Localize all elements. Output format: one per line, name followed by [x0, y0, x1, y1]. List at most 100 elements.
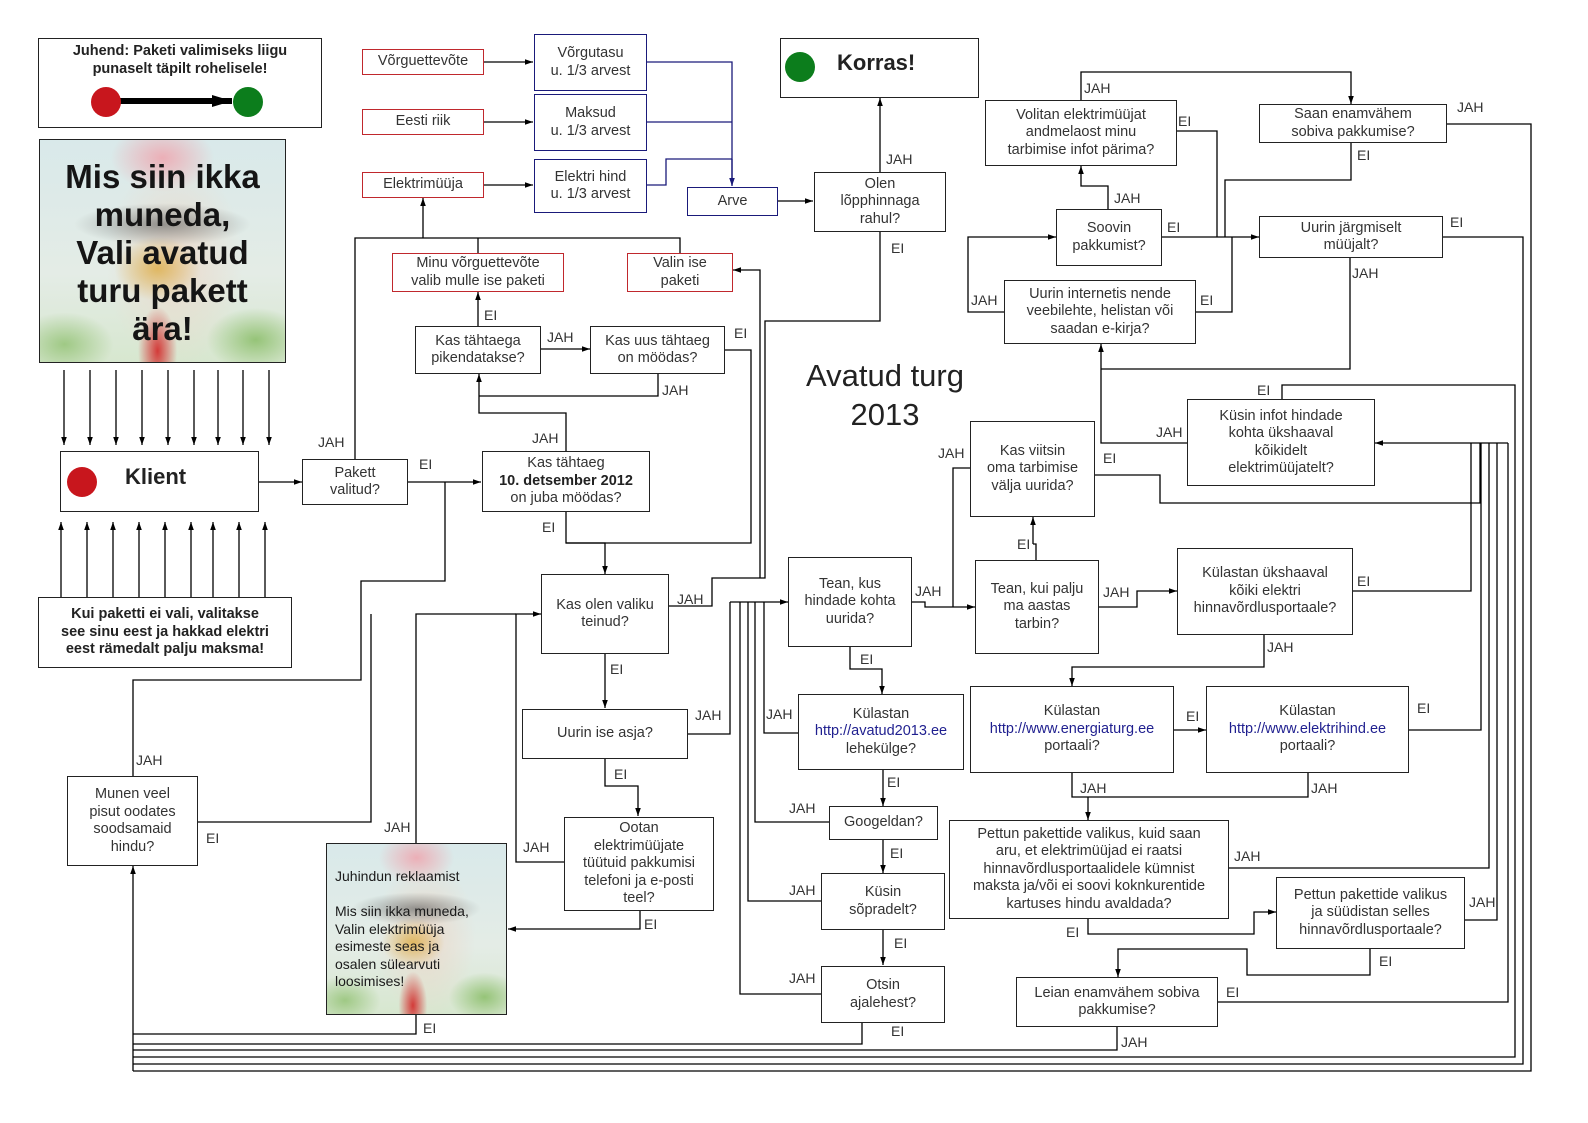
label-no: EI — [1167, 219, 1181, 235]
avatud-link[interactable]: http://avatud2013.ee — [814, 723, 948, 740]
tahtaeg-date: 10. detsember 2012 — [499, 472, 633, 489]
elektrihind-link[interactable]: http://www.elektrihind.ee — [1228, 720, 1387, 737]
label-no: EI — [542, 519, 556, 535]
node-pikendatakse: Kas tähtaega pikendatakse? — [415, 326, 541, 374]
node-ajalehest: Otsin ajalehest? — [821, 966, 945, 1023]
arrow — [1069, 635, 1265, 686]
node-reklaam: Juhindun reklaamist Mis siin ikka muneda… — [326, 843, 507, 1015]
line — [133, 1023, 863, 1045]
node-viitsin: Kas viitsin oma tarbimise välja uurida? — [970, 421, 1095, 517]
label-yes: JAH — [971, 292, 998, 308]
line — [1196, 237, 1233, 313]
arrow — [1080, 71, 1354, 104]
component-maksud: Maksud u. 1/3 arvest — [534, 94, 647, 151]
node-valin-ise: Valin ise paketi — [627, 253, 733, 292]
label-yes: JAH — [1352, 265, 1379, 281]
arrow — [565, 349, 752, 544]
node-lopphind: Olen lõpphinnaga rahul? — [814, 172, 946, 232]
label-yes: JAH — [766, 706, 793, 722]
node-munen: Munen veel pisut oodates soodsamaid hind… — [67, 776, 198, 866]
warning-box: Kui paketti ei vali, valitakse see sinu … — [38, 597, 292, 668]
node-tahtaeg: Kas tähtaeg 10. detsember 2012 on juba m… — [482, 451, 650, 512]
diagram-title: Avatud turg 2013 — [806, 358, 964, 432]
node-pettun-suudistan: Pettun pakettide valikus ja süüdistan se… — [1276, 877, 1465, 949]
label-yes: JAH — [1103, 584, 1130, 600]
arrow — [1099, 588, 1177, 608]
green-dot-icon — [785, 52, 815, 82]
node-googeldan: Googeldan? — [829, 806, 938, 840]
label-yes: JAH — [547, 329, 574, 345]
guide-text: Juhend: Paketi valimiseks liigu punaselt… — [72, 43, 288, 77]
start-label: Klient — [125, 464, 187, 489]
node-pakett-valitud: Pakett valitud? — [302, 459, 408, 505]
label-no: EI — [1103, 450, 1117, 466]
node-kusin-infot: Küsin infot hindade kohta ükshaaval kõik… — [1187, 399, 1375, 486]
label-no: EI — [1379, 953, 1393, 969]
label-no: EI — [419, 456, 433, 472]
line — [688, 602, 731, 735]
label-no: EI — [484, 307, 498, 323]
elektrihind-post: portaali? — [1279, 738, 1336, 755]
arrow — [1078, 166, 1109, 209]
label-no: EI — [206, 830, 220, 846]
line — [415, 613, 516, 843]
source-elektrimuuja: Elektrimüüja — [362, 172, 484, 198]
label-no: EI — [610, 661, 624, 677]
end-node-korras: Korras! — [780, 38, 979, 98]
line — [739, 602, 821, 995]
label-no: EI — [1017, 536, 1031, 552]
guide-box: Juhend: Paketi valimiseks liigu punaselt… — [38, 38, 322, 128]
label-yes: JAH — [1267, 639, 1294, 655]
line — [1224, 143, 1352, 237]
line — [1033, 543, 1037, 560]
node-soovin: Soovin pakkumist? — [1056, 209, 1162, 266]
tahtaeg-pre: Kas tähtaeg — [527, 455, 605, 472]
line — [763, 602, 798, 734]
line — [669, 232, 881, 607]
line — [747, 602, 821, 902]
label-yes: JAH — [1114, 190, 1141, 206]
arrow — [1115, 948, 1371, 977]
label-yes: JAH — [695, 707, 722, 723]
line — [133, 1027, 1118, 1051]
label-yes: JAH — [886, 151, 913, 167]
line — [354, 237, 681, 459]
label-no: EI — [1200, 292, 1214, 308]
node-tean-palju: Tean, kui palju ma aastas tarbin? — [975, 560, 1099, 654]
line — [1465, 443, 1498, 921]
line — [132, 482, 446, 776]
arrow — [566, 542, 608, 574]
source-vorguettevote: Võrguettevõte — [362, 49, 484, 75]
label-yes: JAH — [532, 430, 559, 446]
line — [133, 384, 1516, 1058]
line — [1101, 258, 1351, 370]
node-uurin-internetis: Uurin internetis nende veebilehte, helis… — [1004, 280, 1196, 344]
energiaturg-link[interactable]: http://www.energiaturg.ee — [989, 720, 1155, 737]
start-dot-icon — [91, 87, 121, 117]
energiaturg-pre: Külastan — [1043, 703, 1101, 720]
arrow — [515, 611, 564, 863]
line — [1353, 443, 1472, 592]
label-yes: JAH — [1234, 848, 1261, 864]
line — [1071, 773, 1309, 798]
line — [133, 123, 1532, 1072]
node-tean-kus: Tean, kus hindade kohta uurida? — [788, 557, 912, 647]
label-yes: JAH — [938, 445, 965, 461]
label-yes: JAH — [318, 434, 345, 450]
label-no: EI — [734, 325, 748, 341]
label-yes: JAH — [384, 819, 411, 835]
line — [133, 236, 1524, 1065]
node-sopradelt: Küsin sõpradelt? — [821, 873, 945, 930]
label-no: EI — [1226, 984, 1240, 1000]
component-elektri-hind: Elektri hind u. 1/3 arvest — [534, 159, 647, 213]
label-no: EI — [894, 935, 908, 951]
label-yes: JAH — [1080, 780, 1107, 796]
arrow — [198, 614, 372, 823]
node-uus-tahtaeg: Kas uus tähtaeg on möödas? — [590, 326, 725, 374]
line — [1218, 443, 1509, 1003]
label-no: EI — [614, 766, 628, 782]
avatud-post: lehekülge? — [845, 740, 917, 757]
label-yes: JAH — [662, 382, 689, 398]
arrow — [912, 601, 975, 610]
